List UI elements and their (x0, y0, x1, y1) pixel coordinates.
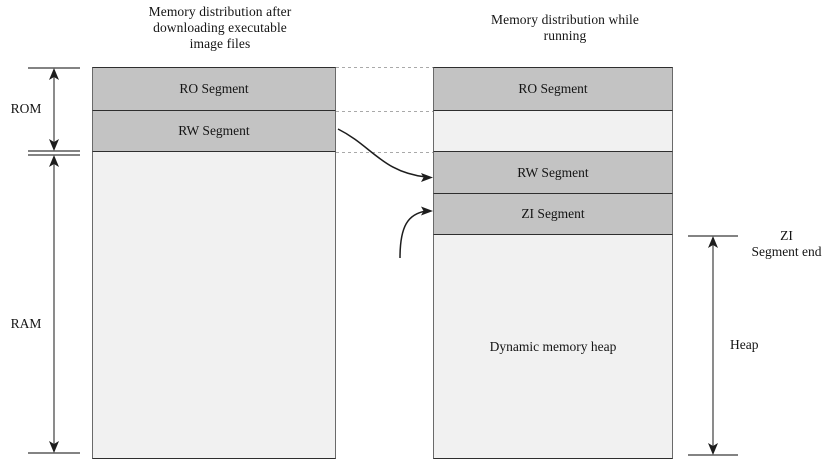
right-rw-segment-label: RW Segment (517, 164, 589, 180)
right-rw-segment-block: RW Segment (433, 152, 673, 194)
left-diagram-title: Memory distribution after downloading ex… (110, 4, 330, 52)
ram-bracket-label: RAM (10, 316, 42, 331)
zi-segment-end-label: ZI Segment end (744, 228, 829, 260)
right-diagram-title: Memory distribution while running (455, 12, 675, 44)
ram-bracket (28, 154, 80, 454)
rom-bracket-arrowheads (49, 68, 59, 151)
zi-segment-end-label-line-1: ZI (780, 228, 793, 243)
left-ro-segment-block: RO Segment (92, 67, 336, 111)
left-free-space-block (92, 152, 336, 459)
ram-bracket-arrowheads (49, 155, 59, 453)
ram-down-arrowhead (49, 441, 59, 453)
rom-up-arrowhead (49, 68, 59, 80)
relocation-arrowheads (421, 173, 433, 216)
right-zi-segment-block: ZI Segment (433, 194, 673, 235)
zi-segment-end-label-line-2: Segment end (751, 244, 822, 259)
left-title-line-2: downloading executable (153, 20, 287, 35)
right-title-line-2: running (543, 28, 587, 43)
heap-bracket-arrowheads (708, 236, 718, 455)
left-title-line-3: image files (189, 36, 251, 51)
right-zi-segment-label: ZI Segment (521, 206, 585, 221)
rom-bracket-label: ROM (10, 101, 42, 116)
left-ro-segment-label: RO Segment (179, 81, 249, 96)
relocation-arrows (337, 128, 427, 259)
zi-creation-arrow (399, 210, 427, 259)
right-dynamic-heap-label: Dynamic memory heap (489, 338, 617, 354)
rom-down-arrowhead (49, 139, 59, 151)
rw-arrowhead (421, 173, 433, 182)
heap-up-arrowhead (708, 236, 718, 248)
rw-relocation-arrow (337, 128, 427, 178)
zi-arrowhead (421, 206, 433, 216)
ram-up-arrowhead (49, 155, 59, 167)
right-ro-segment-label: RO Segment (518, 81, 588, 96)
heap-down-arrowhead (708, 443, 718, 455)
left-rw-segment-label: RW Segment (178, 123, 250, 138)
heap-bracket-label: Heap (730, 337, 759, 352)
left-title-line-1: Memory distribution after (148, 4, 292, 19)
right-reserved-gap-block (433, 111, 673, 152)
right-dynamic-heap-block: Dynamic memory heap (433, 235, 673, 459)
right-ro-segment-block: RO Segment (433, 67, 673, 111)
right-title-line-1: Memory distribution while (491, 12, 639, 27)
connector-guides (336, 67, 433, 153)
left-rw-segment-block: RW Segment (92, 111, 336, 152)
